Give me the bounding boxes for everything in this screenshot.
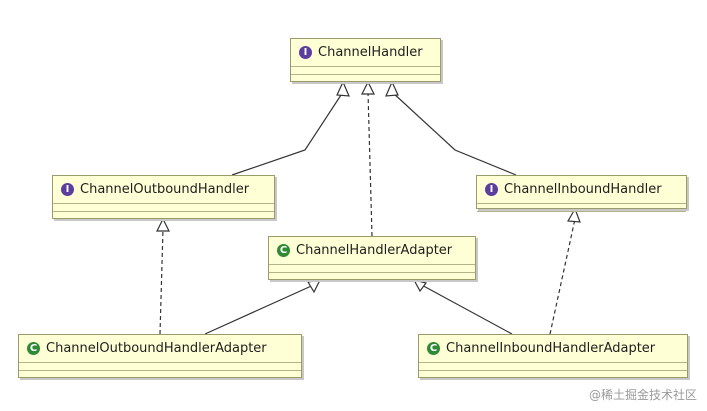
arrowhead-adapter-right <box>412 279 428 293</box>
arrowhead-inbound <box>567 207 581 223</box>
connectors <box>159 91 576 335</box>
class-box-channel-handler-adapter: C ChannelHandlerAdapter <box>268 236 476 280</box>
edge-adapter-to-handler <box>367 91 373 237</box>
fields-compartment <box>19 363 301 371</box>
fields-compartment <box>477 204 686 212</box>
class-box-channel-outbound-handler-adapter: C ChannelOutboundHandlerAdapter <box>18 334 302 378</box>
class-box-channel-outbound-handler: I ChannelOutboundHandler <box>52 175 275 219</box>
watermark: @稀土掘金技术社区 <box>588 388 697 402</box>
arrowhead-handler-right <box>385 80 399 97</box>
class-box-channel-inbound-handler-adapter: C ChannelInboundHandlerAdapter <box>418 334 688 378</box>
class-name: ChannelOutboundHandler <box>80 182 250 197</box>
class-name: ChannelInboundHandlerAdapter <box>446 341 656 356</box>
class-name: ChannelInboundHandler <box>504 182 662 197</box>
class-name: ChannelHandler <box>318 45 423 60</box>
edge-inbound-to-handler <box>391 91 517 176</box>
arrowhead-handler-center <box>361 80 375 95</box>
fields-compartment <box>53 204 274 212</box>
class-name: ChannelOutboundHandlerAdapter <box>46 341 267 356</box>
edge-inbound-adapter-to-adapter <box>417 282 513 335</box>
class-icon: C <box>427 342 440 355</box>
arrowhead-outbound <box>156 217 170 232</box>
fields-compartment <box>269 265 475 273</box>
class-box-channel-handler: I ChannelHandler <box>290 38 441 82</box>
edge-outbound-adapter-to-outbound <box>159 228 164 335</box>
arrowheads <box>156 80 581 294</box>
interface-icon: I <box>485 183 498 196</box>
interface-icon: I <box>61 183 74 196</box>
edge-outbound-to-handler <box>231 91 344 176</box>
edge-outbound-adapter-to-adapter <box>204 282 319 335</box>
fields-compartment <box>291 67 440 75</box>
edge-inbound-adapter-to-inbound <box>549 218 576 335</box>
interface-icon: I <box>299 46 312 59</box>
fields-compartment <box>419 363 687 371</box>
class-name: ChannelHandlerAdapter <box>296 243 453 258</box>
class-icon: C <box>27 342 40 355</box>
arrowhead-adapter-left <box>307 279 322 294</box>
arrowhead-handler-left <box>336 80 350 97</box>
class-box-channel-inbound-handler: I ChannelInboundHandler <box>476 175 687 212</box>
class-icon: C <box>277 244 290 257</box>
